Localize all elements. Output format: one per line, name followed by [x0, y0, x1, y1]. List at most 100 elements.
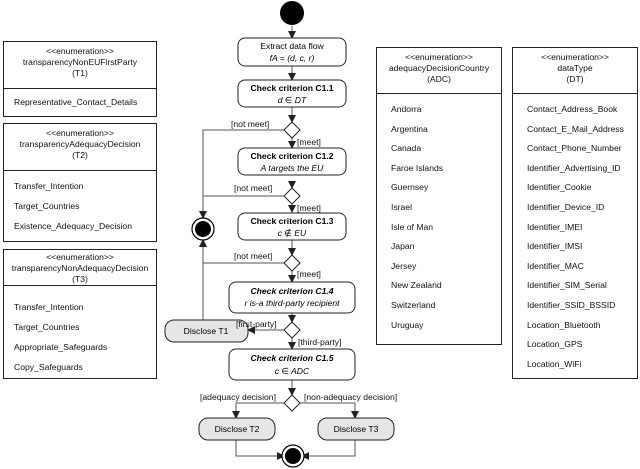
enum-item: Israel [391, 202, 413, 212]
enum-item: Appropriate_Safeguards [14, 342, 108, 352]
action-title: Check criterion C1.3 [250, 216, 333, 226]
action-expression: r is-a third-party recipient [244, 298, 340, 308]
enum-item: Contact_E_Mail_Address [527, 123, 624, 134]
enum-t1: <<enumeration>> transparencyNonEUFirstPa… [3, 41, 157, 117]
enum-name: adequacyDecisionCountry [388, 63, 490, 73]
initial-node [280, 1, 304, 25]
enum-item: Identifier_SSID_BSSID [527, 300, 616, 310]
action-disclose-t3: Disclose T3 [317, 417, 395, 441]
action-check-c15: Check criterion C1.5 c ∈ ADC [228, 348, 356, 381]
action-formula: fA = (d, c, r) [270, 53, 315, 63]
enum-item: Switzerland [391, 300, 436, 310]
action-title: Disclose T3 [334, 424, 379, 434]
enum-item: Contact_Phone_Number [527, 143, 622, 154]
enum-stereotype: <<enumeration>> [46, 252, 114, 262]
enum-item: Guernsey [391, 182, 429, 193]
enum-item: Identifier_SIM_Serial [527, 280, 607, 291]
enum-item: Jersey [391, 260, 417, 271]
guard-label: [first-party] [236, 319, 277, 329]
action-title: Check criterion C1.4 [250, 286, 333, 296]
action-expression: A targets the EU [260, 163, 325, 173]
enum-item: Copy_Safeguards [14, 362, 83, 372]
flow-final-node [191, 217, 215, 241]
guard-label: [not meet] [234, 251, 272, 261]
enum-item: Transfer_Intention [14, 181, 84, 191]
enum-item: Target_Countries [14, 322, 80, 332]
enum-adc: <<enumeration>> adequacyDecisionCountry … [376, 47, 502, 345]
action-disclose-t2: Disclose T2 [198, 417, 276, 441]
enum-dt: <<enumeration>> dataType (DT) Contact_Ad… [512, 47, 638, 379]
enum-t2: <<enumeration>> transparencyAdequacyDeci… [3, 123, 157, 242]
action-title: Check criterion C1.5 [250, 353, 333, 363]
decision-node [283, 254, 301, 272]
enum-item: Representative_Contact_Details [14, 97, 138, 107]
enum-stereotype: <<enumeration>> [405, 52, 473, 62]
enum-item: Existence_Adequacy_Decision [14, 221, 132, 231]
decision-node [283, 121, 301, 139]
enum-name: dataType [557, 63, 593, 73]
action-title: Disclose T2 [215, 424, 260, 434]
enum-item: Argentina [391, 123, 428, 134]
action-title: Check criterion C1.2 [250, 151, 333, 161]
enum-item: Canada [391, 143, 422, 154]
enum-item: Identifier_IMEI [527, 221, 583, 232]
enum-name: transparencyNonAdequacyDecision [11, 263, 149, 273]
action-check-c14: Check criterion C1.4 r is-a third-party … [228, 281, 356, 314]
guard-label: [third-party] [298, 337, 341, 347]
enum-item: Andorra [391, 104, 422, 114]
enum-short-name: (T1) [72, 68, 88, 78]
enum-short-name: (T3) [72, 274, 88, 284]
guard-label: [not meet] [231, 119, 269, 129]
enum-item: Identifier_Device_ID [527, 202, 605, 212]
enum-item: Japan [391, 241, 415, 252]
enum-item: Identifier_Advertising_ID [527, 162, 621, 173]
guard-label: [meet] [297, 137, 321, 147]
enum-stereotype: <<enumeration>> [46, 128, 114, 138]
enum-name: transparencyNonEUFirstParty [22, 57, 138, 67]
enum-t2-header: <<enumeration>> transparencyAdequacyDeci… [4, 124, 156, 171]
enum-item: Uruguay [391, 319, 424, 330]
enum-stereotype: <<enumeration>> [541, 52, 609, 62]
enum-item: Contact_Address_Book [527, 104, 618, 114]
action-extract-data-flow: Extract data flow fA = (d, c, r) [237, 37, 347, 67]
enum-name: transparencyAdequacyDecision [19, 139, 141, 149]
action-check-c13: Check criterion C1.3 c ∉ EU [237, 212, 347, 241]
enum-short-name: (DT) [566, 74, 584, 84]
action-check-c11: Check criterion C1.1 d ∈ DT [237, 79, 347, 108]
enum-item: Isle of Man [391, 221, 434, 232]
enum-item: Location_GPS [527, 339, 583, 350]
enum-item: Faroe Islands [391, 162, 444, 173]
enum-item: Location_WiFi [527, 358, 582, 369]
guard-label: [adequacy decision] [200, 392, 276, 402]
enum-item: Identifier_IMSI [527, 241, 583, 252]
action-expression: d ∈ DT [278, 95, 307, 105]
enum-item: Identifier_Cookie [527, 182, 592, 193]
enum-short-name: (T2) [72, 150, 88, 160]
enum-adc-header: <<enumeration>> adequacyDecisionCountry … [377, 48, 501, 94]
enum-t1-header: <<enumeration>> transparencyNonEUFirstPa… [4, 42, 156, 89]
enum-item: Target_Countries [14, 201, 80, 211]
enum-item: New Zealand [391, 280, 442, 291]
guard-label: [meet] [297, 269, 321, 279]
guard-label: [non-adequacy decision] [304, 392, 397, 402]
enum-stereotype: <<enumeration>> [46, 46, 114, 56]
action-title: Disclose T1 [184, 326, 229, 336]
action-disclose-t1: Disclose T1 [164, 319, 249, 343]
enum-item: Identifier_MAC [527, 260, 584, 271]
guard-label: [not meet] [234, 183, 272, 193]
guard-label: [meet] [297, 203, 321, 213]
decision-node [283, 394, 301, 412]
decision-node [283, 321, 301, 339]
action-title: Extract data flow [260, 41, 324, 51]
enum-item: Location_Bluetooth [527, 319, 601, 330]
action-title: Check criterion C1.1 [250, 83, 333, 93]
enum-dt-header: <<enumeration>> dataType (DT) [513, 48, 637, 94]
action-expression: c ∈ ADC [275, 366, 310, 376]
activity-final-node [281, 444, 305, 468]
enum-short-name: (ADC) [427, 74, 451, 84]
action-check-c12: Check criterion C1.2 A targets the EU [237, 147, 347, 176]
action-expression: c ∉ EU [278, 228, 307, 238]
enum-t3: <<enumeration>> transparencyNonAdequacyD… [3, 249, 157, 379]
enum-t3-header: <<enumeration>> transparencyNonAdequacyD… [4, 250, 156, 286]
